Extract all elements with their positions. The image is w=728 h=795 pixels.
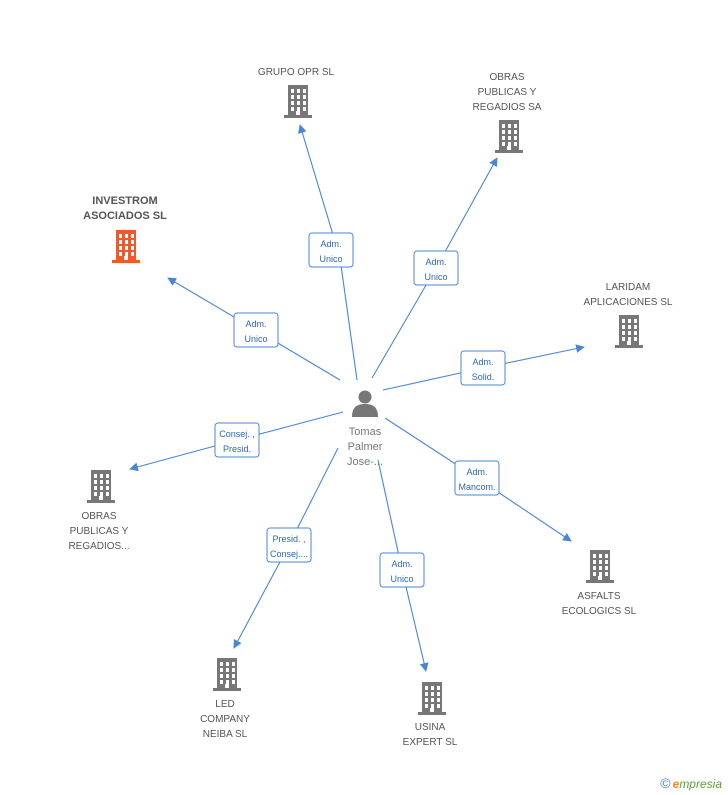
role-badge-usina[interactable]: Adm.Unico [379,552,425,588]
role-badge-box [379,552,425,588]
company-name-grupo-opr[interactable]: GRUPO OPR SL [258,67,335,78]
building-icon-usina[interactable] [418,682,446,715]
role-badge-laridam[interactable]: Adm.Solid. [460,350,506,386]
role-badge-text: Presid. ,Consej.... [270,534,308,559]
role-badge-obras-publicas-2[interactable]: Consej. ,Presid. [214,422,260,458]
role-badge-text: Adm.Unico [319,239,342,264]
role-badge-text: Adm.Solid. [472,357,495,382]
role-badge-box [454,460,500,496]
copyright-icon: © [660,775,671,791]
role-badge-asfalts[interactable]: Adm.Mancom. [454,460,500,496]
role-badge-text: Adm.Mancom. [458,467,495,492]
role-badge-investrom[interactable]: Adm.Unico [233,312,279,348]
role-badge-box [266,527,312,563]
role-badge-text: Adm.Unico [244,319,267,344]
footer-brand[interactable]: ©empresia [660,775,722,791]
building-icon-laridam[interactable] [615,315,643,348]
person-icon[interactable] [352,390,378,418]
building-icon-obras-publicas-1[interactable] [495,120,523,153]
role-badge-box [460,350,506,386]
role-badge-led-company[interactable]: Presid. ,Consej.... [266,527,312,563]
role-badge-text: Adm.Unico [390,559,413,584]
building-icon-grupo-opr[interactable] [284,85,312,118]
role-badge-text: Consej. ,Presid. [219,429,255,454]
role-badge-text: Adm.Unico [424,257,447,282]
role-badge-box [214,422,260,458]
building-icon-led-company[interactable] [213,658,241,691]
building-icon-asfalts[interactable] [586,550,614,583]
role-badge-grupo-opr[interactable]: Adm.Unico [308,232,354,268]
role-badge-box [233,312,279,348]
role-badge-box [413,250,459,286]
role-badge-obras-publicas-1[interactable]: Adm.Unico [413,250,459,286]
building-icon-obras-publicas-2[interactable] [87,470,115,503]
building-icon-investrom[interactable] [112,230,140,263]
brand-logo: empresia [672,777,722,791]
role-badge-box [308,232,354,268]
